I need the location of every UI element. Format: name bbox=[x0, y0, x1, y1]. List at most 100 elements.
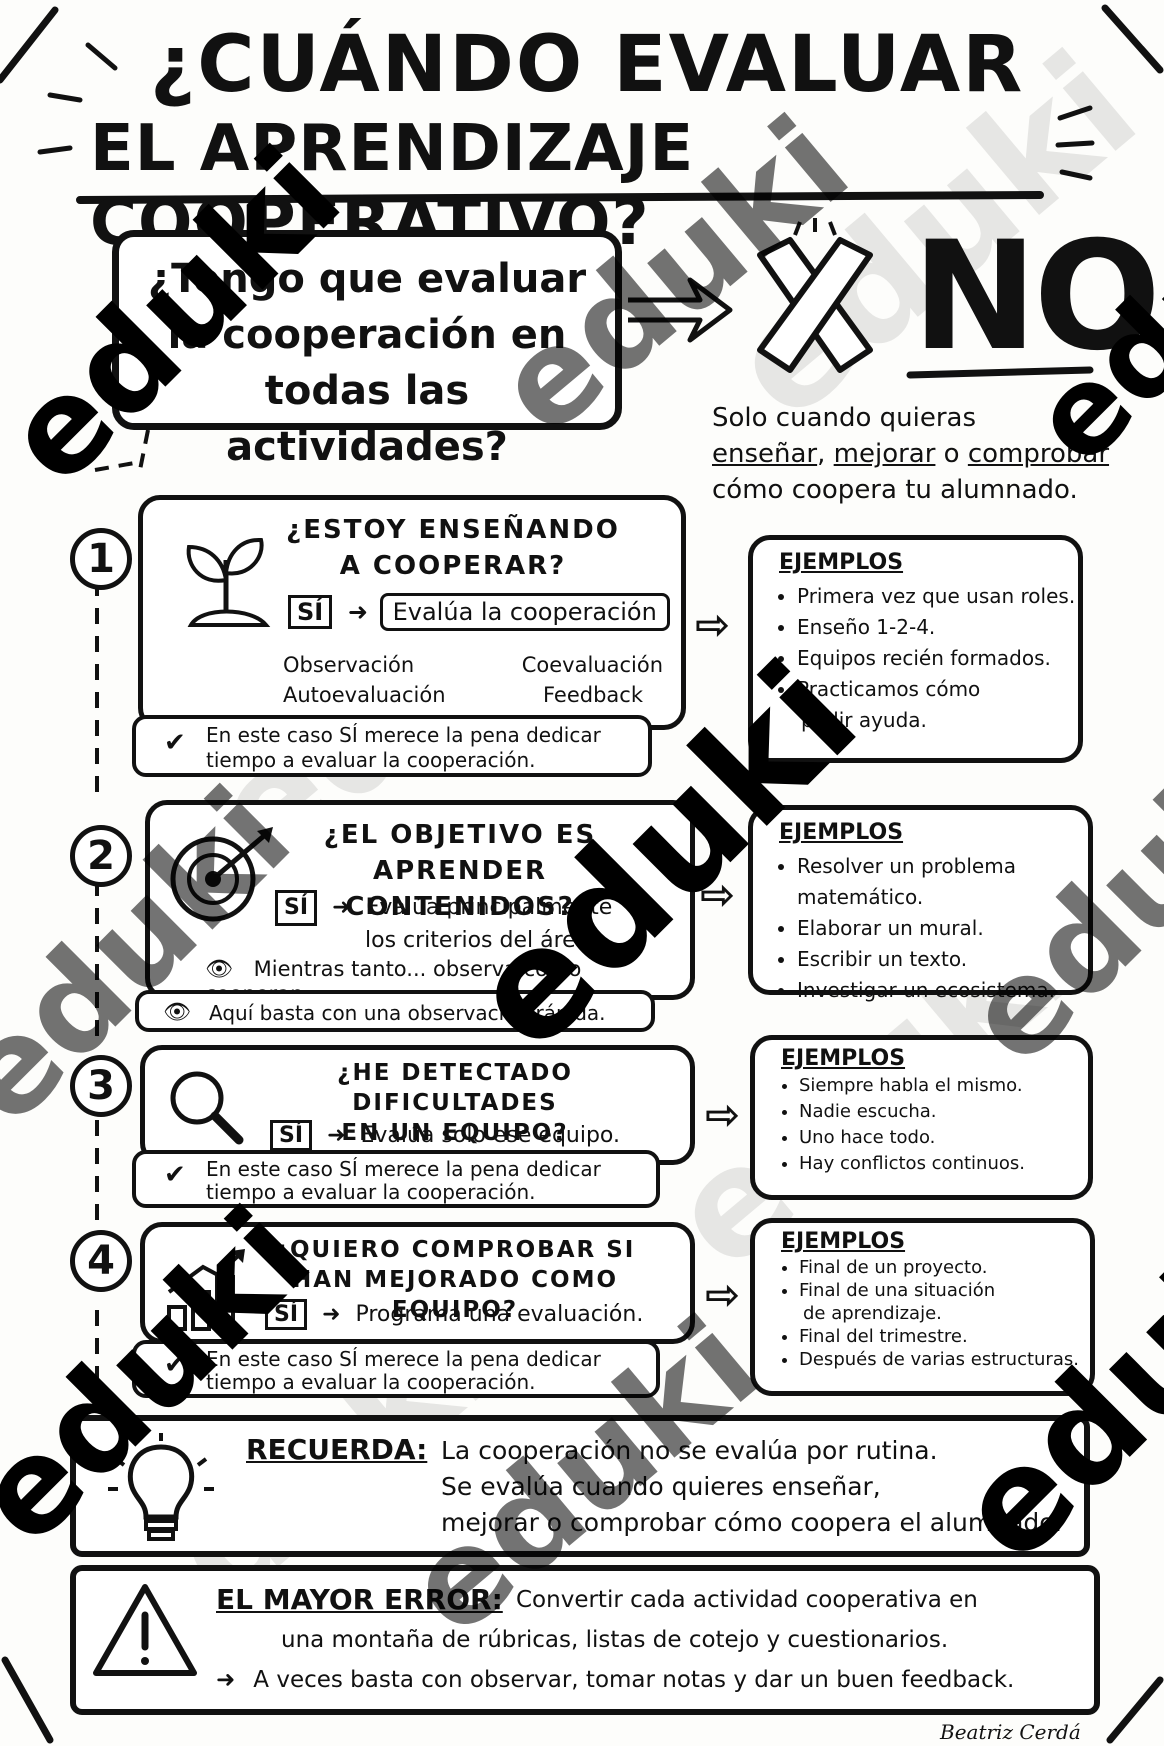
step-number-4: 4 bbox=[70, 1230, 132, 1292]
section-2-box: ¿EL OBJETIVO ES APRENDER CONTENIDOS? SÍ … bbox=[145, 800, 695, 1006]
error-line3-wrap: ➜ A veces basta con observar, tomar notas… bbox=[216, 1667, 1014, 1693]
example-item: Uno hace todo. bbox=[799, 1125, 1088, 1151]
section-2-examples: EJEMPLOS Resolver un problema matemático… bbox=[748, 805, 1093, 1002]
section-3-note: ✔ En este caso SÍ merece la pena dedicar… bbox=[132, 1150, 660, 1208]
section-1-action: SÍ ➜ Evalúa la cooperación bbox=[288, 593, 670, 631]
answer-note-line2: enseñar, mejorar o comprobar bbox=[712, 439, 1110, 469]
lightbulb-icon bbox=[108, 1433, 214, 1541]
arrow-right-icon: ⇨ bbox=[705, 1090, 741, 1139]
error-box: EL MAYOR ERROR: Convertir cada actividad… bbox=[70, 1565, 1100, 1715]
example-item-cont: de aprendizaje. bbox=[803, 1303, 942, 1324]
section-4-box: ¿QUIERO COMPROBAR SI HAN MEJORADO COMO E… bbox=[140, 1222, 695, 1344]
answer-note-line3: cómo coopera tu alumnado. bbox=[712, 475, 1078, 505]
error-label: EL MAYOR ERROR: bbox=[216, 1583, 503, 1616]
option-autoevaluacion: Autoevaluación bbox=[283, 683, 446, 707]
remember-label: RECUERDA: bbox=[246, 1433, 428, 1466]
section-4-note: ✔ En este caso SÍ merece la pena dedicar… bbox=[132, 1340, 660, 1398]
arrow-icon: ➜ bbox=[327, 1123, 346, 1148]
section-3-action: SÍ ➜ Evalúa solo ese equipo. bbox=[270, 1120, 620, 1151]
example-item: Elaborar un mural. bbox=[797, 913, 1088, 944]
example-item-cont: pedir ayuda. bbox=[801, 708, 927, 732]
step-number-2: 2 bbox=[70, 825, 132, 887]
example-item: Siempre habla el mismo. bbox=[799, 1073, 1088, 1099]
author-signature: Beatriz Cerdá bbox=[940, 1720, 1081, 1744]
examples-list: Final de un proyecto. Final de una situa… bbox=[755, 1256, 1090, 1371]
section-1-options: Observación Coevaluación Autoevaluación Fe… bbox=[283, 650, 663, 710]
example-item: Final de una situación bbox=[799, 1279, 1090, 1302]
option-feedback: Feedback bbox=[543, 683, 644, 707]
example-item: Enseño 1-2-4. bbox=[797, 612, 1078, 643]
si-badge: SÍ bbox=[265, 1299, 308, 1330]
section-1-note: ✔ En este caso SÍ merece la pena dedicar… bbox=[132, 715, 652, 777]
arrow-icon: ➜ bbox=[332, 895, 351, 920]
arrow-icon: ➜ bbox=[216, 1667, 236, 1693]
error-line3: A veces basta con observar, tomar notas … bbox=[253, 1667, 1015, 1693]
question-line1: ¿Tengo que evaluar bbox=[147, 256, 587, 302]
arrow-right-icon: ⇨ bbox=[705, 1270, 741, 1319]
section-4-action: SÍ ➜ Programa una evaluación. bbox=[265, 1299, 643, 1330]
target-icon bbox=[170, 827, 273, 922]
plant-icon bbox=[186, 537, 271, 627]
step-number-1: 1 bbox=[70, 528, 132, 590]
example-item: Después de varias estructuras. bbox=[799, 1348, 1090, 1371]
example-item: Final del trimestre. bbox=[799, 1325, 1090, 1348]
example-item: Equipos recién formados. bbox=[797, 643, 1078, 674]
eye-icon: 👁 bbox=[205, 957, 233, 982]
answer-note-line1: Solo cuando quieras bbox=[712, 403, 977, 433]
examples-title: EJEMPLOS bbox=[781, 1046, 906, 1071]
example-item: Escribir un texto. bbox=[797, 944, 1088, 975]
remember-text: La cooperación no se evalúa por rutina. … bbox=[441, 1436, 1063, 1537]
arrow-icon: ➜ bbox=[322, 1302, 341, 1327]
examples-list: Primera vez que usan roles. Enseño 1-2-4… bbox=[753, 581, 1078, 736]
example-item: Final de un proyecto. bbox=[799, 1256, 1090, 1279]
question-line2: la cooperación en bbox=[167, 312, 567, 358]
check-icon: ✔ bbox=[164, 1160, 186, 1190]
arrow-right-icon: ⇨ bbox=[695, 600, 731, 649]
examples-title: EJEMPLOS bbox=[779, 550, 904, 575]
si-badge: SÍ bbox=[270, 1120, 313, 1151]
example-item: Practicamos cómo bbox=[797, 674, 1078, 705]
section-4-examples: EJEMPLOS Final de un proyecto. Final de … bbox=[750, 1218, 1095, 1396]
check-icon: ✔ bbox=[164, 728, 186, 758]
section-2-note: 👁 Aquí basta con una observación rápida. bbox=[135, 990, 655, 1032]
top-question-box: ¿Tengo que evaluar la cooperación en tod… bbox=[112, 230, 622, 470]
section-2-action: SÍ ➜ Evalúa principalmente los criterios… bbox=[275, 890, 612, 956]
option-coevaluacion: Coevaluación bbox=[521, 653, 663, 677]
page-title: ¿CUÁNDO EVALUAR bbox=[150, 20, 1025, 110]
section-3-examples: EJEMPLOS Siempre habla el mismo. Nadie e… bbox=[750, 1035, 1093, 1200]
error-line1: Convertir cada actividad cooperativa en bbox=[516, 1587, 978, 1613]
error-line2: una montaña de rúbricas, listas de cotej… bbox=[281, 1627, 949, 1653]
growth-chart-icon bbox=[167, 1249, 245, 1331]
examples-list: Resolver un problema matemático. Elabora… bbox=[753, 851, 1088, 1006]
si-badge: SÍ bbox=[288, 595, 333, 629]
example-item: Primera vez que usan roles. bbox=[797, 581, 1078, 612]
examples-title: EJEMPLOS bbox=[779, 820, 904, 845]
example-item: Hay conflictos continuos. bbox=[799, 1151, 1088, 1177]
section-1-box: ¿ESTOY ENSEÑANDO A COOPERAR? SÍ ➜ Evalúa… bbox=[138, 495, 686, 730]
section-1-examples: EJEMPLOS Primera vez que usan roles. Ens… bbox=[748, 535, 1083, 763]
section-2-title: ¿EL OBJETIVO ES APRENDER CONTENIDOS? bbox=[323, 820, 597, 922]
magnifier-icon bbox=[170, 1071, 244, 1145]
arrow-right-icon: ⇨ bbox=[700, 870, 736, 919]
question-line3: todas las actividades? bbox=[226, 368, 508, 470]
step-number-3: 3 bbox=[70, 1055, 132, 1117]
arrow-icon: ➜ bbox=[347, 598, 368, 626]
section-3-title: ¿HE DETECTADO DIFICULTADES EN UN EQUIPO? bbox=[337, 1060, 573, 1146]
section-3-box: ¿HE DETECTADO DIFICULTADES EN UN EQUIPO?… bbox=[140, 1045, 695, 1165]
section-4-title: ¿QUIERO COMPROBAR SI HAN MEJORADO COMO E… bbox=[274, 1237, 636, 1323]
section-1-title: ¿ESTOY ENSEÑANDO A COOPERAR? bbox=[286, 515, 620, 581]
examples-list: Siempre habla el mismo. Nadie escucha. U… bbox=[755, 1073, 1088, 1177]
example-item: Investigar un ecosistema. bbox=[797, 975, 1088, 1006]
si-badge: SÍ bbox=[275, 890, 318, 926]
check-icon: ✔ bbox=[164, 1350, 186, 1380]
eye-icon: 👁 bbox=[163, 1000, 191, 1025]
example-item: Resolver un problema matemático. bbox=[797, 851, 1088, 913]
answer-no: NO bbox=[912, 210, 1161, 384]
example-item: Nadie escucha. bbox=[799, 1099, 1088, 1125]
warning-icon bbox=[93, 1584, 197, 1676]
answer-note: Solo cuando quieras enseñar, mejorar o c… bbox=[712, 400, 1109, 508]
remember-box: RECUERDA: La cooperación no se evalúa po… bbox=[70, 1415, 1090, 1557]
examples-title: EJEMPLOS bbox=[781, 1229, 906, 1254]
option-observacion: Observación bbox=[283, 653, 415, 677]
